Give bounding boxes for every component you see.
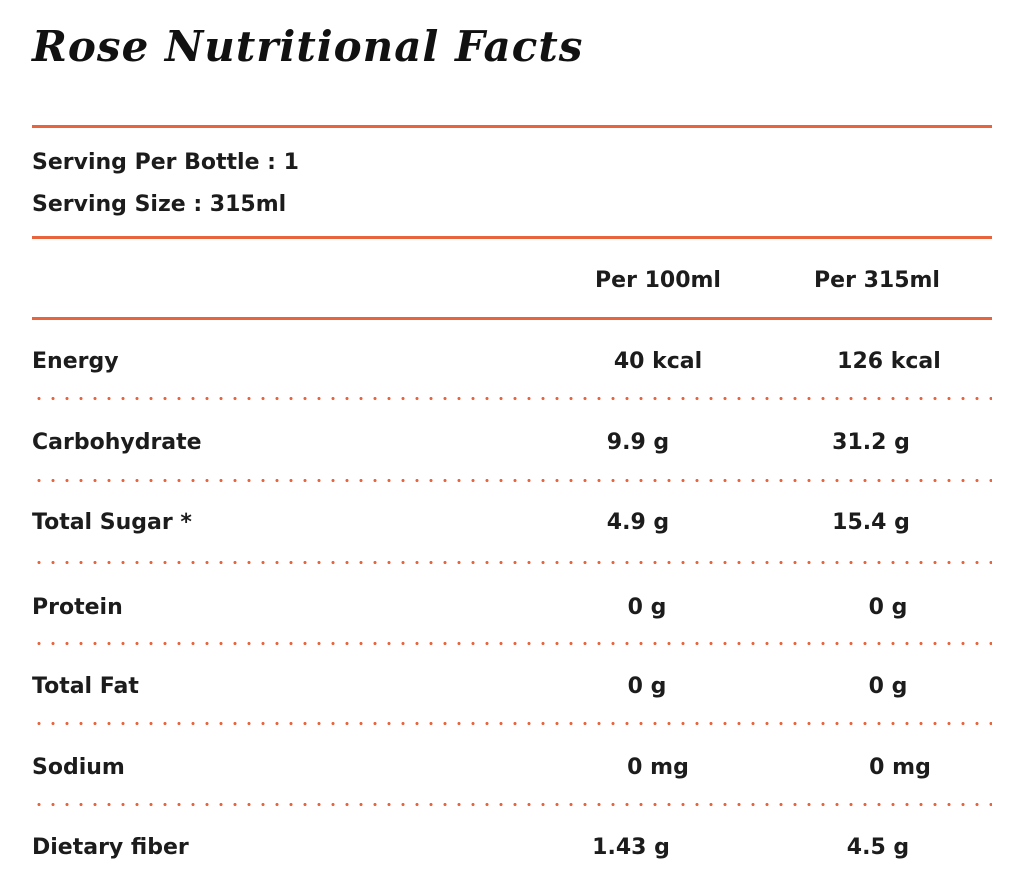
row-separator: [32, 479, 992, 482]
serving-size: Serving Size : 315ml: [32, 192, 287, 217]
total-sugar-per-315ml: 15.4 g: [832, 510, 910, 535]
sodium-per-315ml: 0 mg: [869, 755, 931, 780]
row-separator: [32, 561, 992, 564]
nutrient-label-protein: Protein: [32, 595, 123, 620]
nutrient-label-dietary-fiber: Dietary fiber: [32, 835, 189, 860]
energy-per-315ml: 126 kcal: [837, 349, 941, 374]
protein-per-100ml: 0 g: [627, 595, 667, 620]
carbohydrate-per-315ml: 31.2 g: [832, 430, 910, 455]
row-separator: [32, 803, 992, 806]
energy-per-100ml: 40 kcal: [613, 349, 703, 374]
nutrient-label-total-fat: Total Fat: [32, 674, 139, 699]
serving-divider: [32, 236, 992, 239]
row-separator: [32, 397, 992, 400]
nutrient-label-sodium: Sodium: [32, 755, 125, 780]
sodium-per-100ml: 0 mg: [627, 755, 689, 780]
row-separator: [32, 642, 992, 645]
nutrient-label-energy: Energy: [32, 349, 119, 374]
dietary-fiber-per-315ml: 4.5 g: [846, 835, 910, 860]
total-sugar-per-100ml: 4.9 g: [606, 510, 670, 535]
total-fat-per-100ml: 0 g: [627, 674, 667, 699]
header-divider: [32, 317, 992, 320]
nutrient-label-carbohydrate: Carbohydrate: [32, 430, 202, 455]
row-separator: [32, 722, 992, 725]
column-header-per-315ml: Per 315ml: [814, 268, 940, 293]
carbohydrate-per-100ml: 9.9 g: [606, 430, 670, 455]
dietary-fiber-per-100ml: 1.43 g: [592, 835, 670, 860]
serving-per-bottle: Serving Per Bottle : 1: [32, 150, 299, 175]
protein-per-315ml: 0 g: [868, 595, 908, 620]
column-header-per-100ml: Per 100ml: [595, 268, 721, 293]
total-fat-per-315ml: 0 g: [868, 674, 908, 699]
page-title: Rose Nutritional Facts: [32, 22, 584, 71]
nutrient-label-total-sugar: Total Sugar *: [32, 510, 192, 535]
top-divider: [32, 125, 992, 128]
